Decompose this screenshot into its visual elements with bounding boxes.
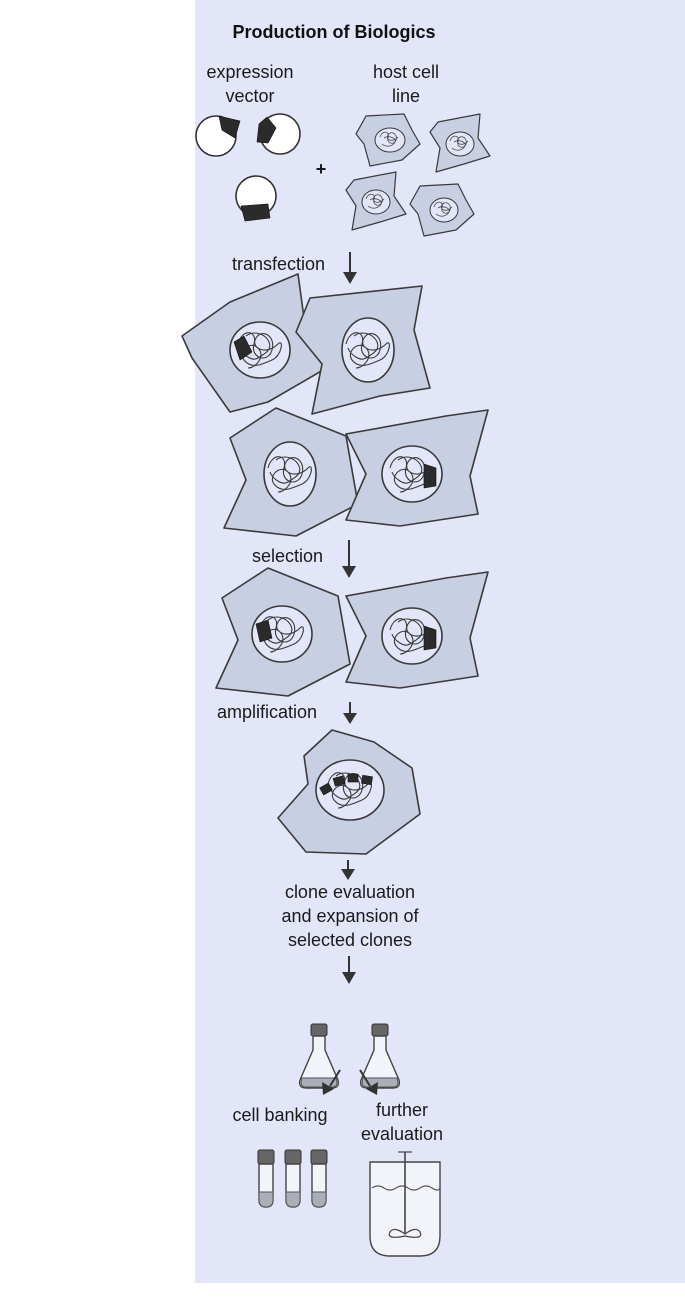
label-expression: expression <box>206 62 293 82</box>
cryovial <box>257 1149 275 1208</box>
transfected-cell <box>295 285 431 415</box>
label-clone-expansion: and expansion of <box>281 906 419 926</box>
arrow-down <box>343 702 357 724</box>
label-vector: vector <box>225 86 274 106</box>
label-clone-evaluation: clone evaluation <box>285 882 415 902</box>
label-line: line <box>392 86 420 106</box>
transfected-cell <box>345 409 489 527</box>
arrow-down-right <box>359 1069 378 1095</box>
host-cell <box>355 113 421 167</box>
selected-cell <box>215 567 351 697</box>
label-evaluation: evaluation <box>361 1124 443 1144</box>
label-selected-clones: selected clones <box>288 930 412 950</box>
cryovial <box>310 1149 328 1208</box>
label-amplification: amplification <box>217 702 317 722</box>
arrow-down <box>343 252 357 284</box>
plasmid-ring <box>235 175 277 222</box>
transfected-cell <box>223 407 359 537</box>
label-further: further <box>376 1100 428 1120</box>
transfected-cell <box>181 273 331 413</box>
bioreactor <box>369 1151 441 1257</box>
label-host-cell: host cell <box>373 62 439 82</box>
host-cell <box>345 171 407 231</box>
amplified-cell <box>277 729 421 855</box>
selected-cell <box>345 571 489 689</box>
label-selection: selection <box>252 546 323 566</box>
shake-flask <box>359 1023 401 1089</box>
arrow-down <box>342 540 356 578</box>
page-title: Production of Biologics <box>233 22 436 42</box>
host-cell <box>409 183 475 237</box>
cryovial <box>284 1149 302 1208</box>
plasmid-ring <box>256 113 301 155</box>
arrow-down-left <box>322 1069 341 1095</box>
label-cell-banking: cell banking <box>232 1105 327 1125</box>
plus-sign: + <box>316 159 327 179</box>
shake-flask <box>298 1023 340 1089</box>
arrow-down <box>342 956 356 984</box>
host-cell <box>429 113 491 173</box>
label-transfection: transfection <box>232 254 325 274</box>
plasmid-ring <box>195 115 241 157</box>
arrow-down <box>341 860 355 880</box>
